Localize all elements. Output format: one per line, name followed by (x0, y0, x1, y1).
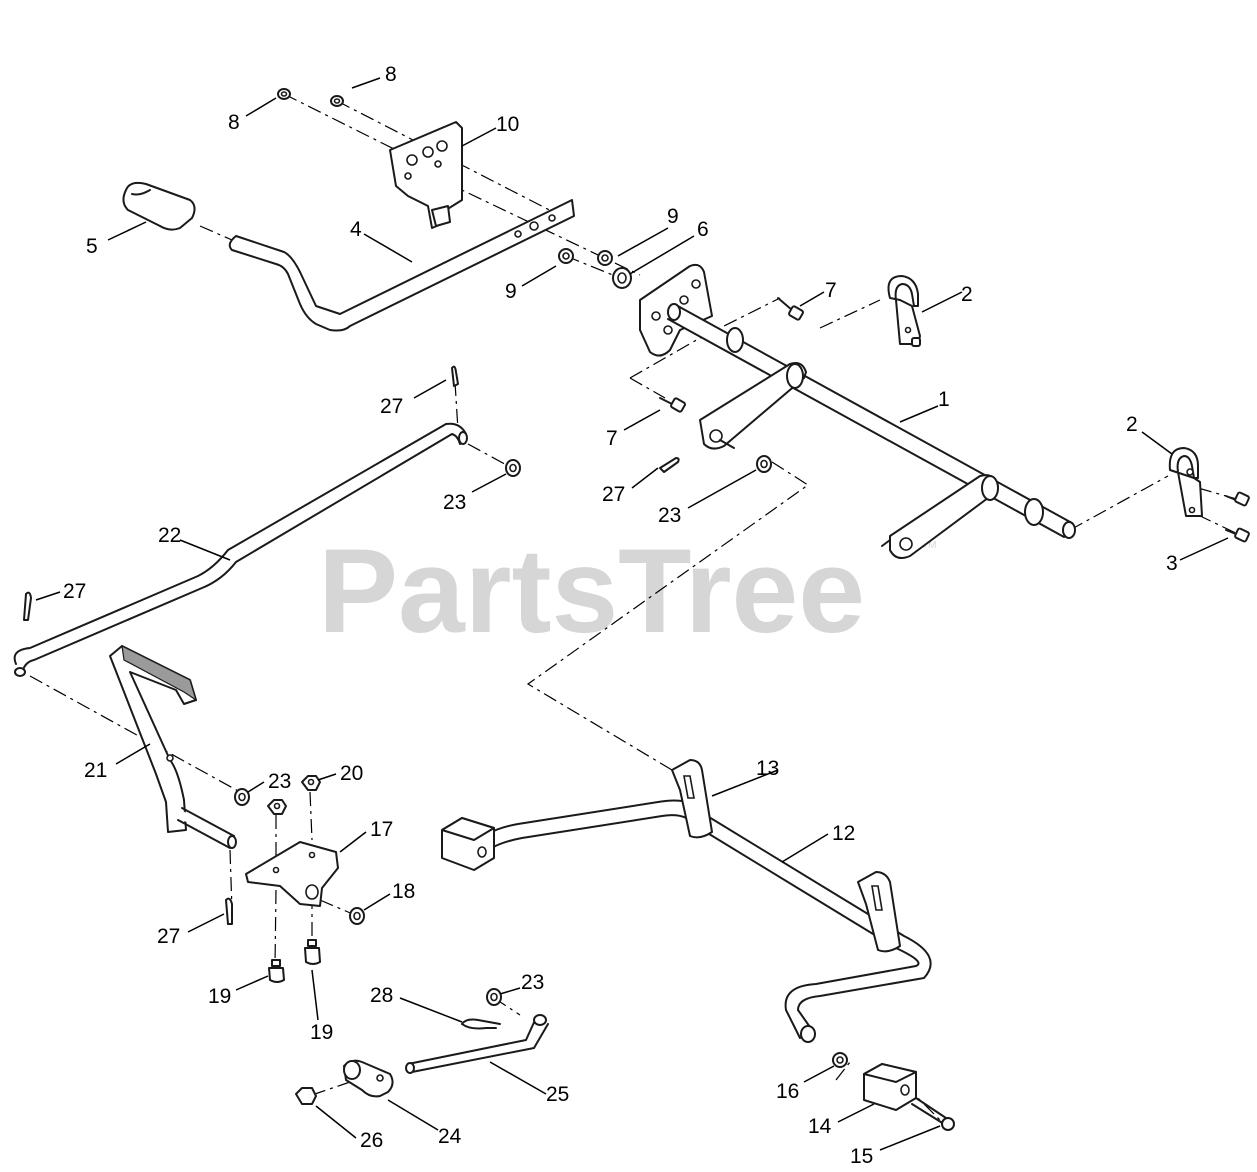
bushing-6 (612, 267, 632, 289)
cross-shaft-1 (664, 303, 1076, 559)
bolt-3b (1225, 527, 1250, 543)
assembly-lines (29, 93, 1241, 1123)
bushing-9a (597, 250, 613, 266)
callout-10: 10 (496, 113, 519, 136)
washer-23d (486, 988, 502, 1006)
callout-labels: 8 8 10 5 4 9 6 9 7 2 1 7 27 2 3 23 27 23… (63, 63, 1178, 1168)
callout-8: 8 (385, 63, 397, 86)
callout-27: 27 (602, 483, 625, 506)
rod-22 (12, 422, 468, 677)
callout-2: 2 (1126, 413, 1138, 436)
nut-26 (295, 1087, 317, 1105)
callout-19: 19 (310, 1021, 333, 1044)
washer-8b (330, 95, 344, 107)
callout-14: 14 (808, 1115, 832, 1138)
callout-7: 7 (825, 279, 837, 302)
nut-16 (832, 1052, 848, 1068)
pedal-arm-21 (109, 644, 237, 849)
watermark-text: PartsTree (318, 524, 865, 658)
callout-9: 9 (505, 280, 517, 303)
callout-12: 12 (832, 822, 855, 845)
leader-lines (35, 77, 1229, 1151)
callout-3: 3 (1166, 552, 1178, 575)
callout-9: 9 (667, 205, 679, 228)
sleeve-24 (343, 1059, 394, 1098)
bolt-7b (659, 397, 686, 413)
callout-23: 23 (521, 971, 544, 994)
hook-2b (1168, 447, 1203, 517)
callout-27: 27 (157, 925, 180, 948)
callout-23: 23 (268, 770, 291, 793)
bracket-17 (245, 841, 339, 907)
callout-21: 21 (84, 759, 107, 782)
washer-23b (756, 455, 772, 473)
callout-16: 16 (776, 1080, 799, 1103)
callout-25: 25 (546, 1083, 569, 1106)
callout-24: 24 (438, 1125, 462, 1148)
callout-4: 4 (350, 218, 362, 241)
callout-22: 22 (158, 524, 181, 547)
nut-20b (301, 775, 321, 791)
rod-25 (405, 1014, 549, 1074)
bracket-10 (389, 121, 463, 229)
block-14 (863, 1063, 917, 1111)
bolt-3a (1225, 491, 1250, 507)
callout-8: 8 (228, 111, 240, 134)
nut-20a (267, 799, 287, 815)
callout-1: 1 (938, 388, 950, 411)
callout-17: 17 (370, 818, 393, 841)
bolt-19a (268, 959, 285, 983)
bolt-7a (777, 297, 804, 321)
cotter-pin-27b (659, 457, 680, 473)
grip-5 (122, 181, 196, 231)
cotter-pin-27d (225, 897, 233, 925)
callout-15: 15 (850, 1145, 873, 1168)
shaft-12 (441, 759, 932, 1043)
cotter-pin-27c (23, 591, 32, 621)
callout-27: 27 (63, 580, 86, 603)
callout-6: 6 (697, 218, 709, 241)
callout-26: 26 (360, 1129, 383, 1152)
lever-arm-4 (228, 199, 575, 332)
bolt-19b (304, 939, 321, 965)
watermark-trademark: TM (922, 540, 936, 551)
callout-18: 18 (392, 880, 415, 903)
washer-8a (277, 88, 291, 100)
callout-28: 28 (370, 984, 393, 1007)
callout-23: 23 (658, 504, 681, 527)
callout-13: 13 (756, 757, 779, 780)
callout-5: 5 (86, 235, 98, 258)
washer-23a (505, 459, 521, 477)
hook-2a (887, 275, 921, 347)
callout-19: 19 (208, 985, 231, 1008)
bushing-9b (558, 248, 574, 264)
bushing-18 (349, 907, 365, 925)
callout-2: 2 (961, 283, 973, 306)
callout-23: 23 (443, 491, 466, 514)
washer-23c (234, 788, 250, 806)
bolt-15 (911, 1097, 955, 1131)
cotter-pin-27a (451, 365, 459, 387)
callout-27: 27 (380, 395, 403, 418)
callout-7: 7 (606, 427, 618, 450)
callout-20: 20 (340, 762, 363, 785)
hair-pin-28 (461, 1018, 501, 1030)
